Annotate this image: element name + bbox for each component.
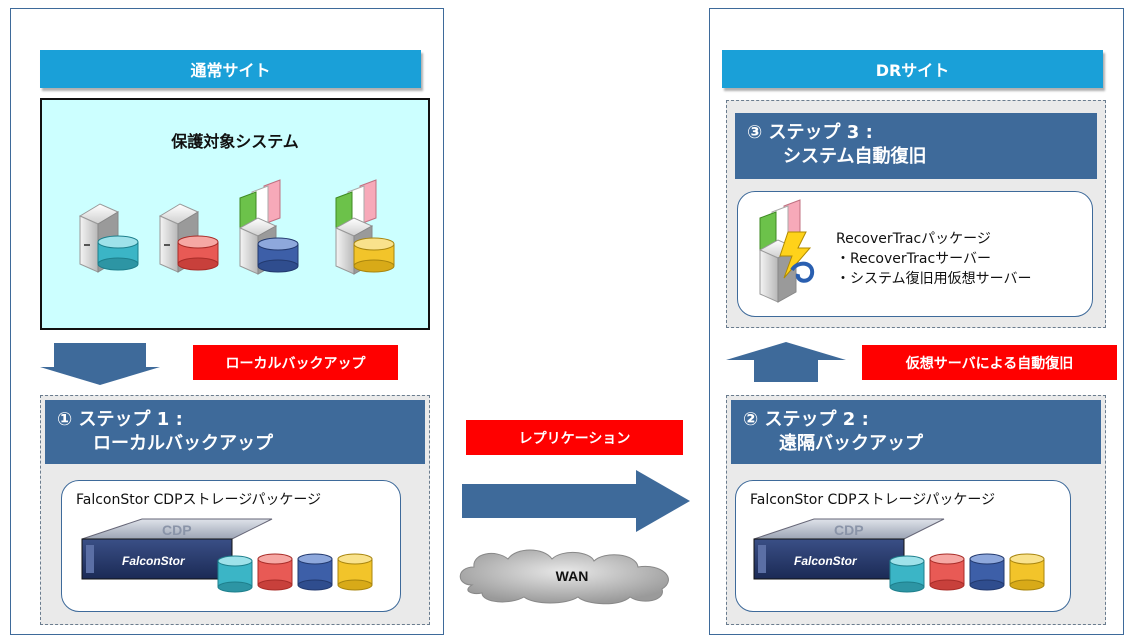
disk-icon [969,553,1005,591]
step3-title: ③ ステップ 3 : [747,122,873,143]
disk-icon [97,235,139,271]
disk-icon [257,237,299,273]
wan-cloud-icon: WAN [459,549,669,605]
step2-box: ② ステップ 2 : 遠隔バックアップ FalconStor CDPストレージパ… [726,395,1106,625]
disk-icon [217,555,253,593]
recovertrac-server-icon [758,199,815,303]
virtual-server-icon [334,179,395,275]
disk-icon [929,553,965,591]
step1-title: ① ステップ 1 : [57,409,183,430]
normal-site-header: 通常サイト [40,50,421,88]
step3-subtitle: システム自動復旧 [783,146,927,167]
storage-appliance-icon: CDP FalconStor [753,518,1045,593]
dr-site-header: DRサイト [722,50,1103,88]
down-arrow-icon [40,343,160,385]
disk-icon [297,553,333,591]
step2-banner: ② ステップ 2 : 遠隔バックアップ [731,400,1101,464]
step1-box: ① ステップ 1 : ローカルバックアップ FalconStor CDPストレー… [40,395,430,625]
recovertrac-title: RecoverTracパッケージ [836,231,991,247]
protected-systems-title: 保護対象システム [171,132,299,151]
step1-banner: ① ステップ 1 : ローカルバックアップ [45,400,425,464]
dr-site-header-label: DRサイト [875,61,950,80]
appliance-model-text: CDP [834,522,864,538]
disk-icon [177,235,219,271]
step2-title: ② ステップ 2 : [743,409,869,430]
step1-subtitle: ローカルバックアップ [93,433,273,454]
replication-label: レプリケーション [466,420,683,455]
protected-systems-box: 保護対象システム [40,98,430,330]
replication-arrow-icon [462,470,690,532]
disk-icon [337,553,373,591]
appliance-brand-text: FalconStor [122,554,186,568]
step3-banner: ③ ステップ 3 : システム自動復旧 [735,113,1097,179]
disk-icon [257,553,293,591]
recovertrac-item-server: ・RecoverTracサーバー [836,251,992,267]
normal-site-header-label: 通常サイト [190,61,271,80]
local-backup-label: ローカルバックアップ [193,345,398,380]
dr-cdp-package-box: FalconStor CDPストレージパッケージ CDP FalconStor [735,480,1071,612]
disk-icon [1009,553,1045,591]
server-icon [78,203,139,273]
auto-recovery-label: 仮想サーバによる自動復旧 [862,345,1117,380]
cdp-package-label: FalconStor CDPストレージパッケージ [76,492,322,508]
step3-box: ③ ステップ 3 : システム自動復旧 RecoverTracパッケージ ・Re… [726,100,1106,328]
step2-subtitle: 遠隔バックアップ [779,433,923,454]
appliance-brand-text: FalconStor [794,554,858,568]
disk-icon [353,237,395,273]
recovertrac-item-virtual-server: ・システム復旧用仮想サーバー [836,271,1032,287]
server-icon [158,203,219,273]
cdp-package-box: FalconStor CDPストレージパッケージ CDP FalconStor [61,480,401,612]
up-arrow-icon [726,342,846,382]
appliance-model-text: CDP [162,522,192,538]
wan-label: WAN [556,568,589,584]
recovertrac-package-box: RecoverTracパッケージ ・RecoverTracサーバー ・システム復… [737,191,1093,317]
disk-icon [889,555,925,593]
dr-cdp-package-label: FalconStor CDPストレージパッケージ [750,492,996,508]
virtual-server-icon [238,179,299,275]
storage-appliance-icon: CDP FalconStor [81,518,373,593]
